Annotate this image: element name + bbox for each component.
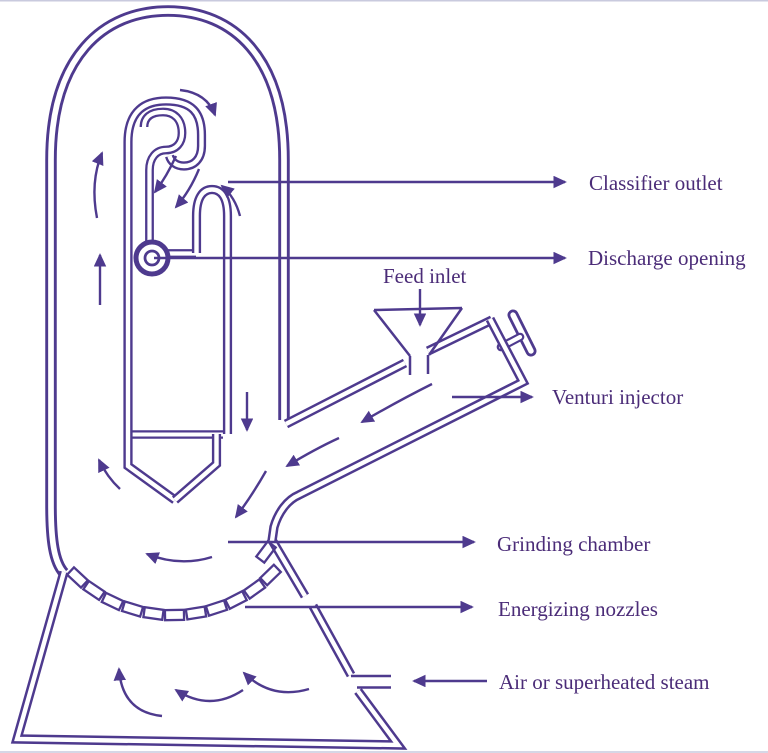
label-feed-inlet: Feed inlet (383, 264, 467, 288)
venturi-lower-wall (267, 316, 530, 542)
outlet-u-pipe (191, 184, 233, 434)
leader-lines (154, 175, 567, 688)
label-discharge-opening: Discharge opening (588, 246, 746, 270)
label-air-steam: Air or superheated steam (499, 670, 710, 694)
classifier-assembly (123, 96, 233, 504)
classifier-scroll-wall (123, 96, 207, 504)
flow-arrow-cone-right (242, 671, 310, 694)
flow-arrow-up-past-cone (97, 458, 121, 490)
label-classifier-outlet: Classifier outlet (589, 171, 723, 195)
flow-arrow-junction (285, 436, 340, 468)
mill-body-wall (45, 5, 290, 577)
base-cone (10, 537, 408, 750)
flow-arrow-grinding-swirl (145, 552, 213, 565)
flow-arrow-classifier-down-2 (174, 168, 201, 209)
base-cone-wall (10, 537, 408, 750)
flow-arrow-venturi (360, 382, 433, 424)
flow-arrow-into-chamber (234, 470, 268, 519)
flow-arrow-into-u-pipe (220, 184, 242, 217)
feed-funnel (373, 306, 464, 375)
flow-arrow-up-left-channel (91, 151, 104, 219)
flow-arrows (91, 88, 433, 718)
venturi-tube (267, 315, 530, 542)
mill-body (45, 5, 290, 577)
label-venturi-injector: Venturi injector (552, 385, 683, 409)
label-energizing-nozzles: Energizing nozzles (498, 597, 658, 621)
energizing-nozzle-ring (65, 539, 283, 622)
flow-arrow-classifier-down-1 (153, 155, 178, 194)
label-grinding-chamber: Grinding chamber (497, 532, 650, 556)
flow-arrow-cone-middle (174, 688, 244, 703)
flow-arrow-over-classifier (179, 88, 217, 117)
labels: Classifier outlet Discharge opening Feed… (383, 171, 746, 694)
flow-arrow-cone-left (113, 667, 163, 718)
